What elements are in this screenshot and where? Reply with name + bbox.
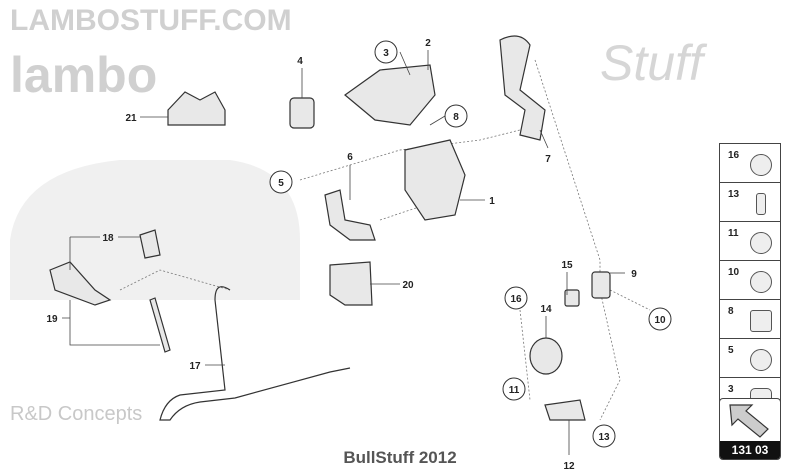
seal-ring-icon bbox=[750, 232, 772, 254]
watermark-sub: R&D Concepts bbox=[10, 403, 142, 425]
part-7-hose bbox=[499, 35, 546, 141]
bolt-icon bbox=[756, 193, 766, 215]
legend-item: 16 bbox=[720, 144, 780, 183]
reference-link-button[interactable]: 131 03 bbox=[719, 398, 781, 460]
parts bbox=[49, 35, 611, 421]
part-21-bracket bbox=[167, 91, 226, 126]
watermark: LAMBOSTUFF.COM lambo Stuff R&D Concepts bbox=[10, 4, 708, 425]
part-2-bracket bbox=[344, 64, 436, 126]
callout-13: 13 bbox=[598, 432, 610, 443]
callout-11: 11 bbox=[509, 385, 520, 396]
part-14-valve bbox=[529, 337, 563, 375]
part-15 bbox=[564, 289, 580, 307]
callout-15: 15 bbox=[561, 260, 573, 271]
watermark-site: LAMBOSTUFF.COM bbox=[10, 4, 292, 37]
callout-18: 18 bbox=[102, 233, 114, 244]
callout-7: 7 bbox=[545, 154, 551, 165]
part-17-pipe bbox=[159, 286, 351, 421]
callout-10: 10 bbox=[654, 315, 666, 326]
small-parts-legend: 16 13 11 10 8 5 3 bbox=[719, 143, 781, 417]
footer-credit: BullStuff 2012 bbox=[343, 448, 457, 467]
callout-21: 21 bbox=[125, 113, 137, 124]
part-18-sensor bbox=[139, 229, 161, 259]
part-1-pump bbox=[404, 139, 466, 221]
legend-item: 10 bbox=[720, 261, 780, 300]
legend-item: 11 bbox=[720, 222, 780, 261]
part-hose-small bbox=[149, 297, 171, 353]
callout-2: 2 bbox=[425, 38, 431, 49]
callout-16: 16 bbox=[510, 294, 522, 305]
part-6-hose bbox=[324, 189, 376, 241]
watermark-brand: lambo bbox=[10, 47, 157, 103]
callout-1: 1 bbox=[489, 196, 495, 207]
callout-8: 8 bbox=[453, 112, 459, 123]
clip-icon bbox=[750, 271, 772, 293]
connector-icon bbox=[750, 310, 772, 332]
leader-lines bbox=[62, 50, 625, 455]
callout-12: 12 bbox=[563, 461, 575, 472]
callouts: 3 8 5 16 10 11 13 2 4 21 6 7 1 18 19 20 … bbox=[46, 38, 672, 472]
callout-19: 19 bbox=[46, 314, 58, 325]
callout-14: 14 bbox=[540, 304, 552, 315]
arrow-icon bbox=[729, 404, 769, 438]
legend-item: 13 bbox=[720, 183, 780, 222]
callout-17: 17 bbox=[189, 361, 201, 372]
reference-code: 131 03 bbox=[720, 441, 780, 459]
legend-item: 5 bbox=[720, 339, 780, 378]
part-9 bbox=[591, 271, 611, 299]
hose-clamp-icon bbox=[750, 154, 772, 176]
part-4-valve bbox=[289, 97, 315, 129]
callout-9: 9 bbox=[631, 269, 637, 280]
watermark-script: Stuff bbox=[600, 35, 708, 91]
clamp-icon bbox=[750, 349, 772, 371]
legend-item: 8 bbox=[720, 300, 780, 339]
part-20-shield bbox=[329, 261, 373, 306]
callout-6: 6 bbox=[347, 152, 353, 163]
callout-20: 20 bbox=[402, 280, 414, 291]
part-12-flange bbox=[544, 399, 586, 421]
callout-5: 5 bbox=[278, 178, 284, 189]
callout-3: 3 bbox=[383, 48, 389, 59]
callout-4: 4 bbox=[297, 56, 303, 67]
